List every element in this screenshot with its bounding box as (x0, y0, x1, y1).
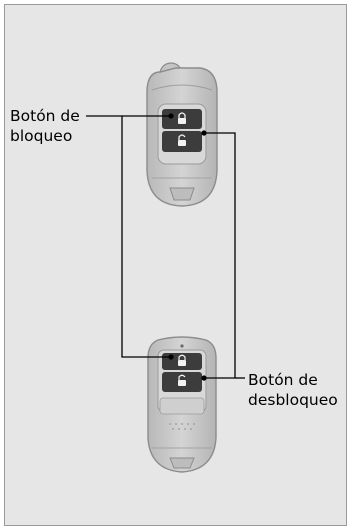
lock-button-label-line1: Botón de (10, 107, 80, 125)
smart-key-indicator (180, 344, 184, 348)
padlock-open-icon (178, 134, 186, 146)
padlock-open-icon (178, 374, 186, 386)
smart-key-bottom-tab (169, 457, 195, 469)
smart-key-unlock-button[interactable] (162, 372, 202, 392)
flip-key-bottom-tab (169, 187, 195, 201)
smart-key-lower-panel (159, 397, 205, 415)
padlock-closed-icon (178, 112, 186, 124)
padlock-closed-icon (178, 354, 186, 366)
flip-key-shoulder (151, 84, 213, 91)
leader-arrowheads (168, 113, 207, 381)
smart-key-grip-dots (169, 423, 195, 430)
smart-key-lock-button[interactable] (162, 353, 202, 370)
unlock-button-label-line2: desbloqueo (248, 391, 338, 409)
lock-button-label: Botón de bloqueo (10, 106, 80, 146)
flip-key-unlock-button[interactable] (162, 131, 202, 152)
unlock-button-label: Botón de desbloqueo (248, 370, 338, 410)
flip-key-lock-button[interactable] (162, 109, 202, 129)
unlock-leader-lines (204, 132, 245, 379)
unlock-button-label-line1: Botón de (248, 371, 318, 389)
lock-button-label-line2: bloqueo (10, 127, 73, 145)
lock-leader-lines (86, 115, 171, 358)
